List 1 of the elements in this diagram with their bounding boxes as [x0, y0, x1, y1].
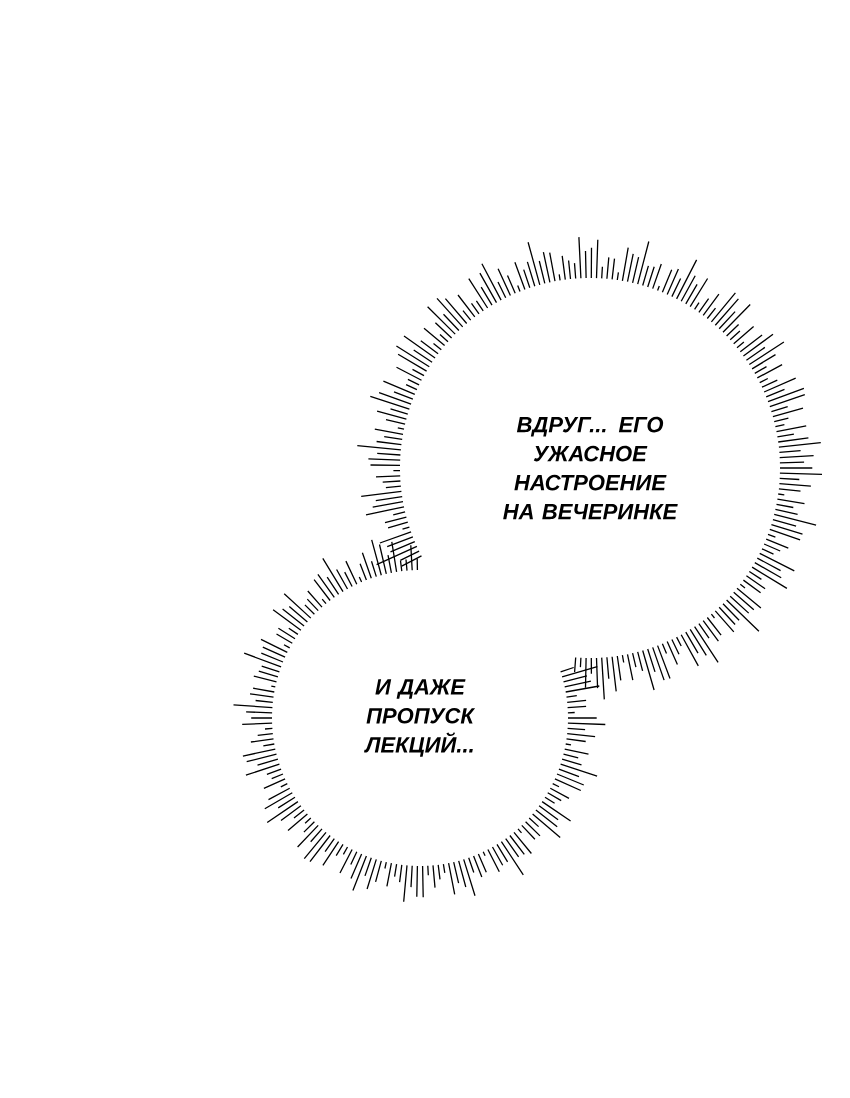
speech-bubble: И ДАЖЕ ПРОПУСК ЛЕКЦИЙ...	[232, 539, 606, 903]
